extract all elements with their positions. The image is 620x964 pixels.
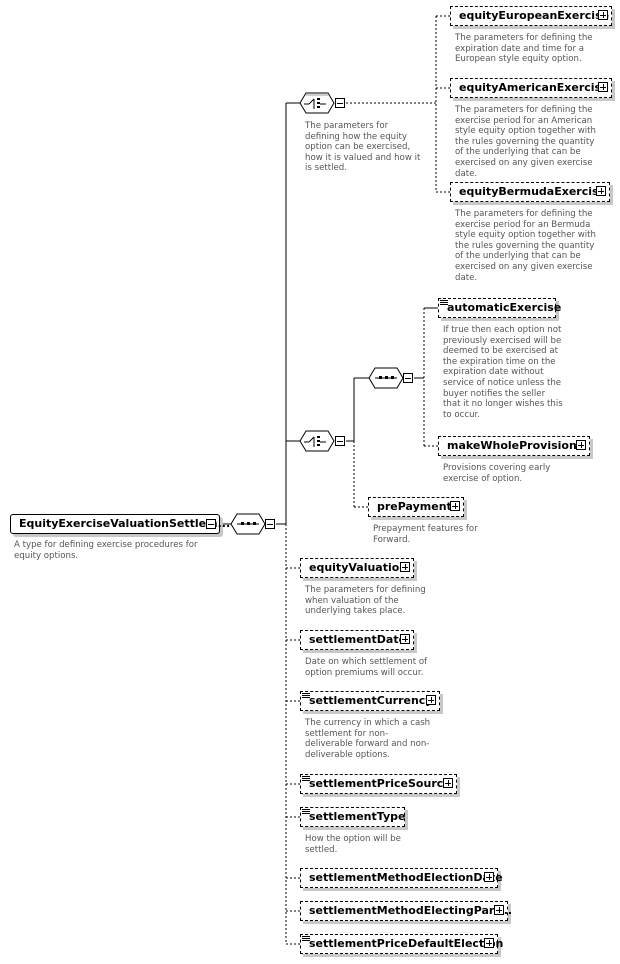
settlement-price-source-node[interactable]: settlementPriceSource xyxy=(300,774,457,794)
expand-icon[interactable] xyxy=(484,872,494,882)
simple-content-icon xyxy=(302,776,310,782)
choice-compositor xyxy=(299,430,335,452)
settlement-currency-description: The currency in which a cash settlement … xyxy=(305,718,431,760)
exercise-choice-description: The parameters for defining how the equi… xyxy=(305,121,421,174)
root-type-description: A type for defining exercise procedures … xyxy=(14,540,198,561)
expand-icon[interactable] xyxy=(598,10,608,20)
root-type-label: EquityExerciseValuationSettlem... xyxy=(19,517,231,530)
collapse-icon[interactable] xyxy=(335,98,345,108)
root-type-node[interactable]: EquityExerciseValuationSettlem... xyxy=(10,514,230,534)
equity-valuation-node[interactable]: equityValuation xyxy=(300,558,414,578)
make-whole-provisions-description: Provisions covering early exercise of op… xyxy=(443,463,551,484)
expand-icon[interactable] xyxy=(400,562,410,572)
settlement-currency-node[interactable]: settlementCurrency xyxy=(300,691,440,711)
expand-icon[interactable] xyxy=(450,501,460,511)
equity-european-exercise-description: The parameters for defining the expirati… xyxy=(455,33,593,65)
sequence-compositor xyxy=(230,513,266,535)
settlement-method-electing-party-node[interactable]: settlementMethodElectingPart... xyxy=(300,901,512,921)
settlement-method-election-date-node[interactable]: settlementMethodElectionDate xyxy=(300,868,503,888)
settlement-date-description: Date on which settlement of option premi… xyxy=(305,657,428,678)
simple-content-icon xyxy=(302,693,310,699)
automatic-exercise-node[interactable]: automaticExercise xyxy=(438,298,561,318)
equity-american-exercise-node[interactable]: equityAmericanExercise xyxy=(450,78,612,98)
prepayment-node[interactable]: prePayment xyxy=(368,497,464,517)
equity-valuation-description: The parameters for defining when valuati… xyxy=(305,585,426,617)
sequence-compositor xyxy=(368,367,404,389)
equity-bermuda-exercise-description: The parameters for defining the exercise… xyxy=(455,209,596,283)
simple-content-icon xyxy=(302,936,310,942)
collapse-icon[interactable] xyxy=(335,436,345,446)
make-whole-provisions-node[interactable]: makeWholeProvisions xyxy=(438,436,590,456)
equity-european-exercise-node[interactable]: equityEuropeanExercise xyxy=(450,6,612,26)
settlement-date-node[interactable]: settlementDate xyxy=(300,630,414,650)
prepayment-description: Prepayment features for Forward. xyxy=(373,524,478,545)
automatic-exercise-description: If true then each option not previously … xyxy=(443,325,563,420)
settlement-price-default-election-node[interactable]: settlementPriceDefaultElection xyxy=(300,934,503,954)
collapse-icon[interactable] xyxy=(206,519,216,529)
equity-american-exercise-description: The parameters for defining the exercise… xyxy=(455,105,596,179)
settlement-type-node[interactable]: settlementType xyxy=(300,807,405,827)
expand-icon[interactable] xyxy=(484,938,494,948)
expand-icon[interactable] xyxy=(494,905,504,915)
choice-compositor xyxy=(299,92,335,114)
settlement-type-description: How the option will be settled. xyxy=(305,834,401,855)
expand-icon[interactable] xyxy=(598,82,608,92)
expand-icon[interactable] xyxy=(576,440,586,450)
expand-icon[interactable] xyxy=(400,634,410,644)
expand-icon[interactable] xyxy=(426,695,436,705)
simple-content-icon xyxy=(440,300,448,306)
expand-icon[interactable] xyxy=(596,186,606,196)
equity-bermuda-exercise-node[interactable]: equityBermudaExercise xyxy=(450,182,610,202)
collapse-icon[interactable] xyxy=(403,373,413,383)
expand-icon[interactable] xyxy=(443,778,453,788)
collapse-icon[interactable] xyxy=(265,519,275,529)
simple-content-icon xyxy=(302,809,310,815)
